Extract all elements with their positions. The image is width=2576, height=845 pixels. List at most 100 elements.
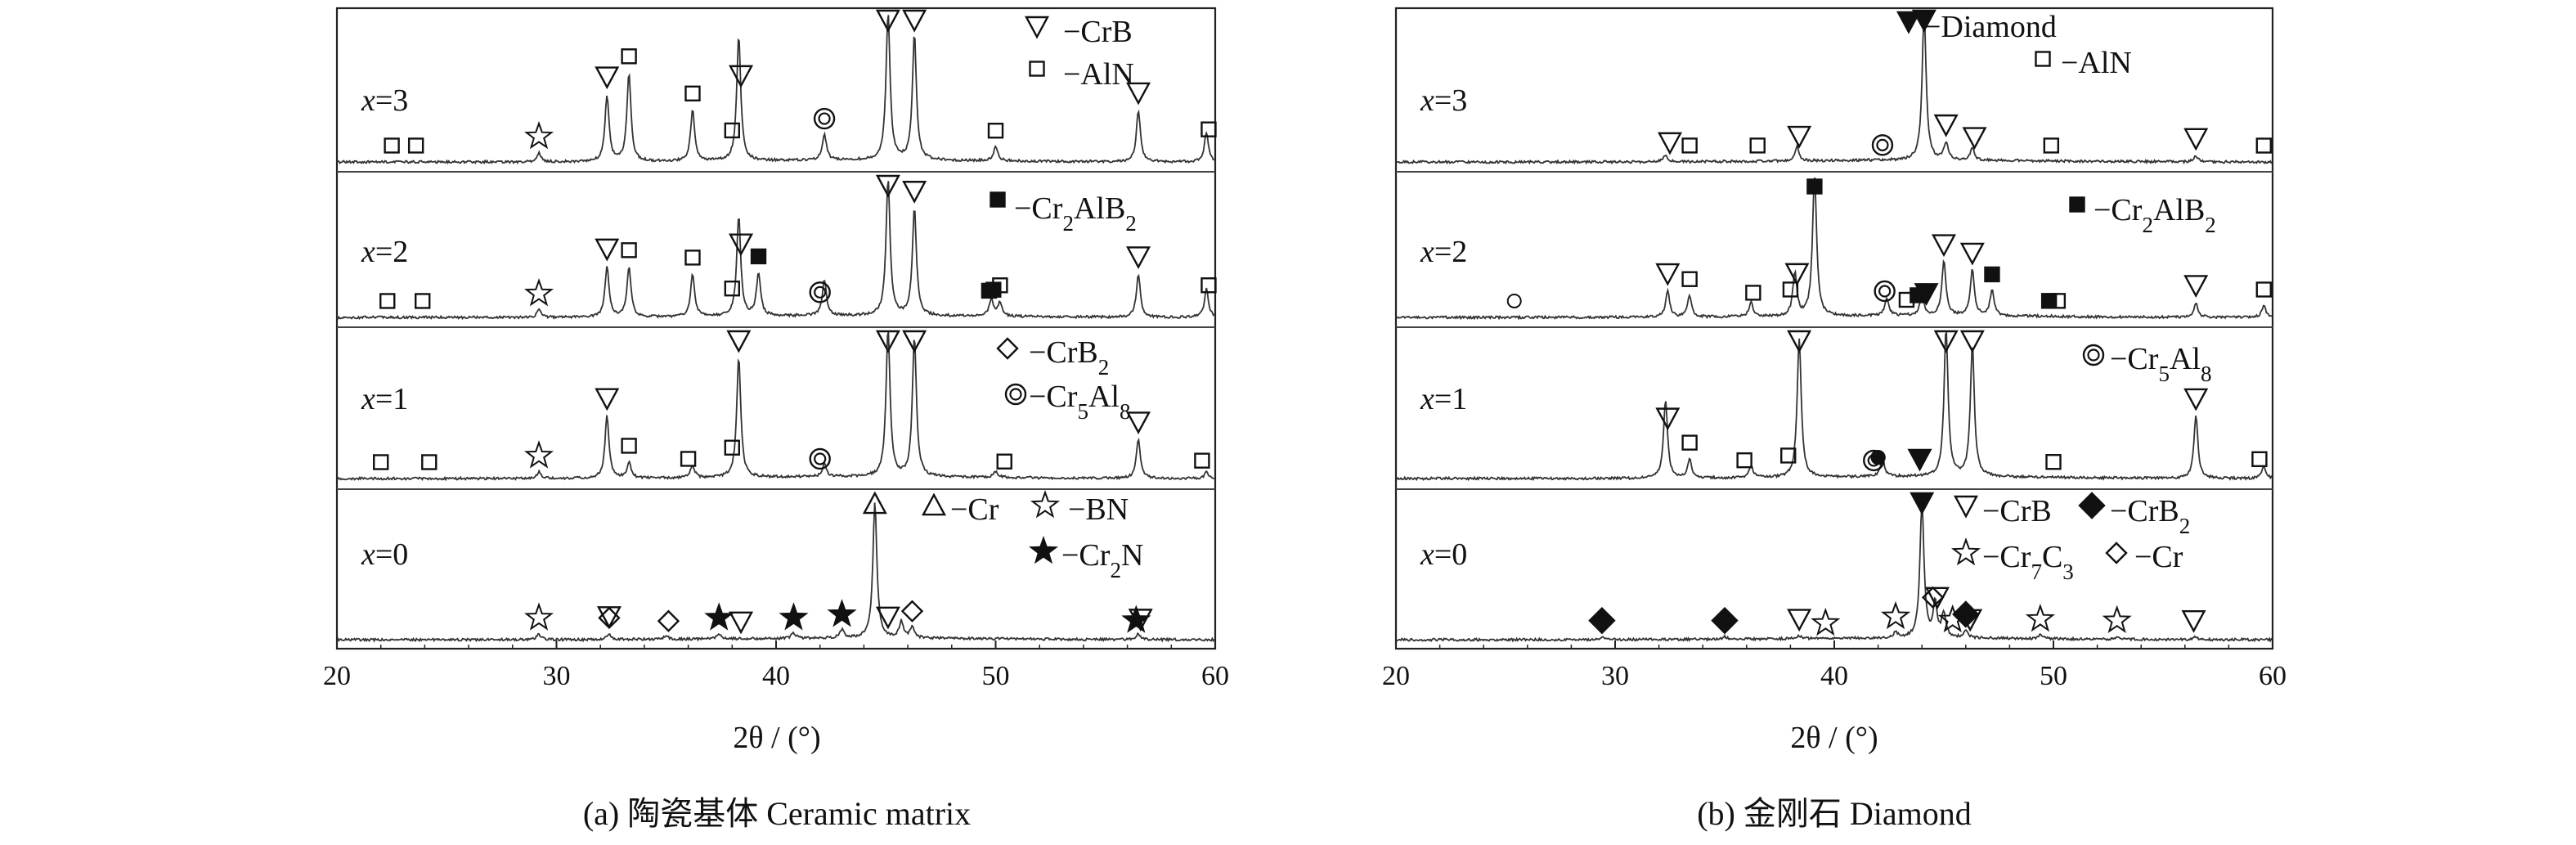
phase-marker-tri-down-open — [1128, 609, 1153, 632]
legend-label: −Cr5Al8 — [1029, 380, 1130, 424]
phase-marker-star-filled — [704, 602, 734, 631]
phase-marker-square-open — [1736, 452, 1752, 469]
legend-label: −Cr2AlB2 — [2094, 193, 2216, 237]
phase-marker-circle-double — [809, 447, 831, 470]
legend-label: −CrB2 — [2110, 494, 2190, 538]
phase-marker-square-open — [1681, 271, 1698, 287]
phase-marker-square-open — [1681, 137, 1698, 154]
phase-marker-square-open — [1200, 121, 1217, 137]
phase-marker-square-open — [992, 277, 1008, 294]
phase-marker-dot-filled — [1870, 449, 1886, 465]
x-axis-label: 2θ / (°) — [1790, 721, 1878, 755]
xrd-pattern-x=2 — [336, 181, 1215, 321]
phase-marker-diamond-open — [900, 600, 924, 623]
legend-symbol-tri-down-filled — [1896, 11, 1922, 34]
legend-symbol-diamond-open — [996, 337, 1019, 360]
x-tick-label: 40 — [762, 661, 790, 691]
phase-marker-star-open — [2025, 603, 2055, 632]
phase-marker-tri-down-open — [1962, 127, 1987, 151]
xrd-pattern-x=1 — [1395, 330, 2273, 482]
phase-marker-tri-down-open — [902, 330, 927, 353]
phase-marker-tri-down-open — [1931, 234, 1957, 258]
phase-marker-tri-down-open — [729, 611, 754, 635]
phase-marker-square-open — [1194, 452, 1210, 469]
phase-marker-tri-down-open — [595, 388, 620, 411]
legend-label: −Cr — [950, 492, 999, 527]
phase-marker-star-open — [1811, 607, 1841, 636]
phase-marker-square-open — [1200, 277, 1217, 294]
legend-label: −BN — [1068, 492, 1129, 527]
phase-marker-square-open — [1782, 281, 1799, 298]
x-tick-label: 50 — [2040, 661, 2067, 691]
x-tick-label: 30 — [543, 661, 571, 691]
series-label-0: x=3 — [1420, 83, 1467, 118]
x-tick-label: 20 — [1382, 661, 1410, 691]
x-axis-label: 2θ / (°) — [733, 721, 820, 755]
x-tick-label: 20 — [323, 661, 351, 691]
phase-marker-tri-down-filled — [1910, 492, 1935, 515]
legend-symbol-tri-up-open — [921, 492, 947, 516]
phase-marker-tri-down-filled — [1907, 448, 1932, 472]
phase-marker-square-open — [421, 454, 438, 470]
phase-marker-star-open — [1880, 600, 1911, 630]
phase-marker-square-open — [621, 48, 637, 65]
figure-caption: (b) 金刚石 Diamond — [1697, 795, 1972, 832]
series-label-0: x=3 — [361, 83, 408, 118]
phase-marker-diamond-open — [598, 606, 621, 630]
phase-marker-square-open — [1745, 285, 1761, 301]
phase-marker-tri-down-open — [1924, 587, 1950, 610]
phase-marker-tri-down-open — [726, 330, 752, 353]
phase-marker-tri-down-open — [596, 606, 622, 629]
phase-marker-tri-down-open — [875, 330, 900, 353]
phase-marker-star-filled — [827, 599, 857, 627]
phase-marker-tri-down-open — [1126, 246, 1151, 269]
phase-marker-tri-down-open — [1655, 263, 1681, 286]
phase-marker-tri-down-open — [729, 233, 754, 257]
phase-marker-circle-open — [1506, 293, 1522, 308]
phase-marker-square-filled — [750, 248, 767, 265]
legend-symbol-square-filled — [990, 191, 1006, 208]
phase-marker-square-open — [684, 85, 701, 101]
series-label-3: x=0 — [361, 537, 408, 572]
phase-marker-square-open — [1749, 137, 1766, 154]
phase-marker-tri-down-open — [1787, 125, 1812, 149]
phase-marker-square-open — [2251, 451, 2268, 468]
phase-marker-tri-down-open — [1933, 330, 1959, 353]
phase-marker-square-open — [1780, 447, 1797, 464]
phase-marker-diamond-open — [657, 609, 680, 632]
phase-marker-tri-up-open — [862, 491, 887, 515]
phase-marker-star-open — [523, 121, 554, 150]
phase-marker-tri-down-open — [1126, 411, 1151, 435]
phase-marker-tri-down-open — [595, 66, 620, 90]
phase-marker-square-open — [2045, 454, 2062, 470]
phase-marker-tri-down-open — [2183, 128, 2209, 151]
xrd-pattern-x=3 — [1395, 14, 2273, 165]
legend-label: −Cr2AlB2 — [1014, 191, 1137, 236]
phase-marker-diamond-open — [1921, 586, 1945, 609]
phase-marker-tri-down-open — [875, 9, 900, 33]
legend-symbol-diamond-filled — [2078, 492, 2106, 519]
phase-marker-tri-down-open — [1784, 263, 1810, 286]
x-tick-label: 30 — [1601, 661, 1629, 691]
legend-label: −Cr2N — [1061, 538, 1143, 582]
phase-marker-tri-down-open — [2181, 609, 2206, 633]
legend-symbol-square-filled — [2069, 196, 2085, 213]
series-label-3: x=0 — [1420, 537, 1467, 572]
chart-ceramic-matrix: x=3x=2x=1x=0−CrB−AlN−Cr2AlB2−CrB2−Cr5Al8… — [323, 7, 1229, 832]
legend-symbol-star-open — [1030, 490, 1061, 519]
x-tick-label: 60 — [2259, 661, 2287, 691]
phase-marker-square-open — [2255, 137, 2272, 154]
phase-marker-tri-down-open — [1958, 609, 1983, 632]
phase-marker-star-filled — [1121, 605, 1151, 633]
chart-diamond: x=3x=2x=1x=0−Diamond−AlN−Cr2AlB2−Cr5Al8−… — [1382, 7, 2287, 832]
legend-label: −CrB — [1063, 15, 1133, 49]
xrd-pattern-x=0 — [336, 502, 1215, 643]
phase-marker-square-open — [373, 454, 389, 470]
phase-marker-square-open — [987, 123, 1004, 139]
phase-marker-square-filled — [1984, 266, 2000, 283]
phase-marker-square-open — [724, 439, 740, 456]
phase-marker-star-open — [523, 602, 554, 631]
phase-marker-square-open — [2043, 137, 2060, 154]
phase-marker-star-filled — [779, 602, 809, 631]
phase-marker-square-open — [621, 438, 637, 454]
